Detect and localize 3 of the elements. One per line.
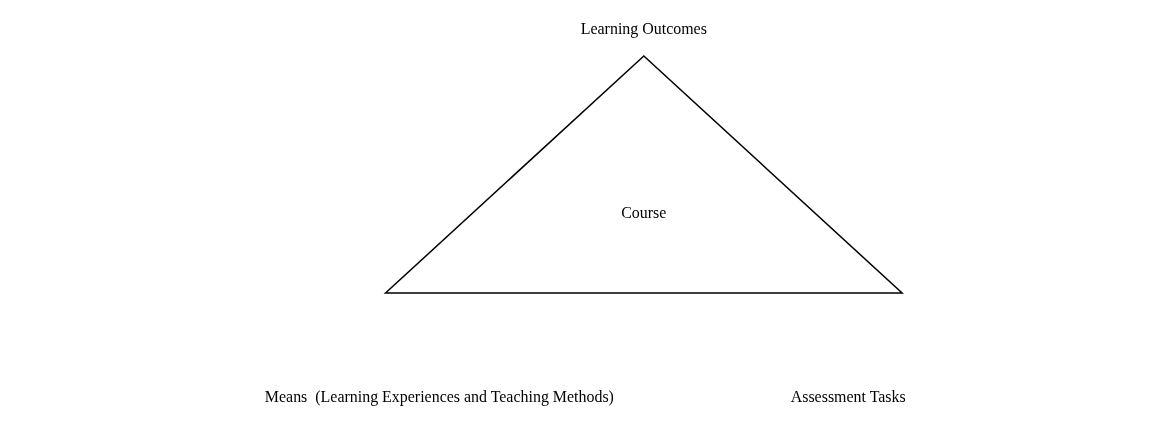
label: Means (Learning Experiences and Teaching Methods)	[264, 387, 614, 405]
label: Assessment Tasks	[790, 387, 906, 405]
label: Learning Outcomes	[580, 19, 707, 37]
